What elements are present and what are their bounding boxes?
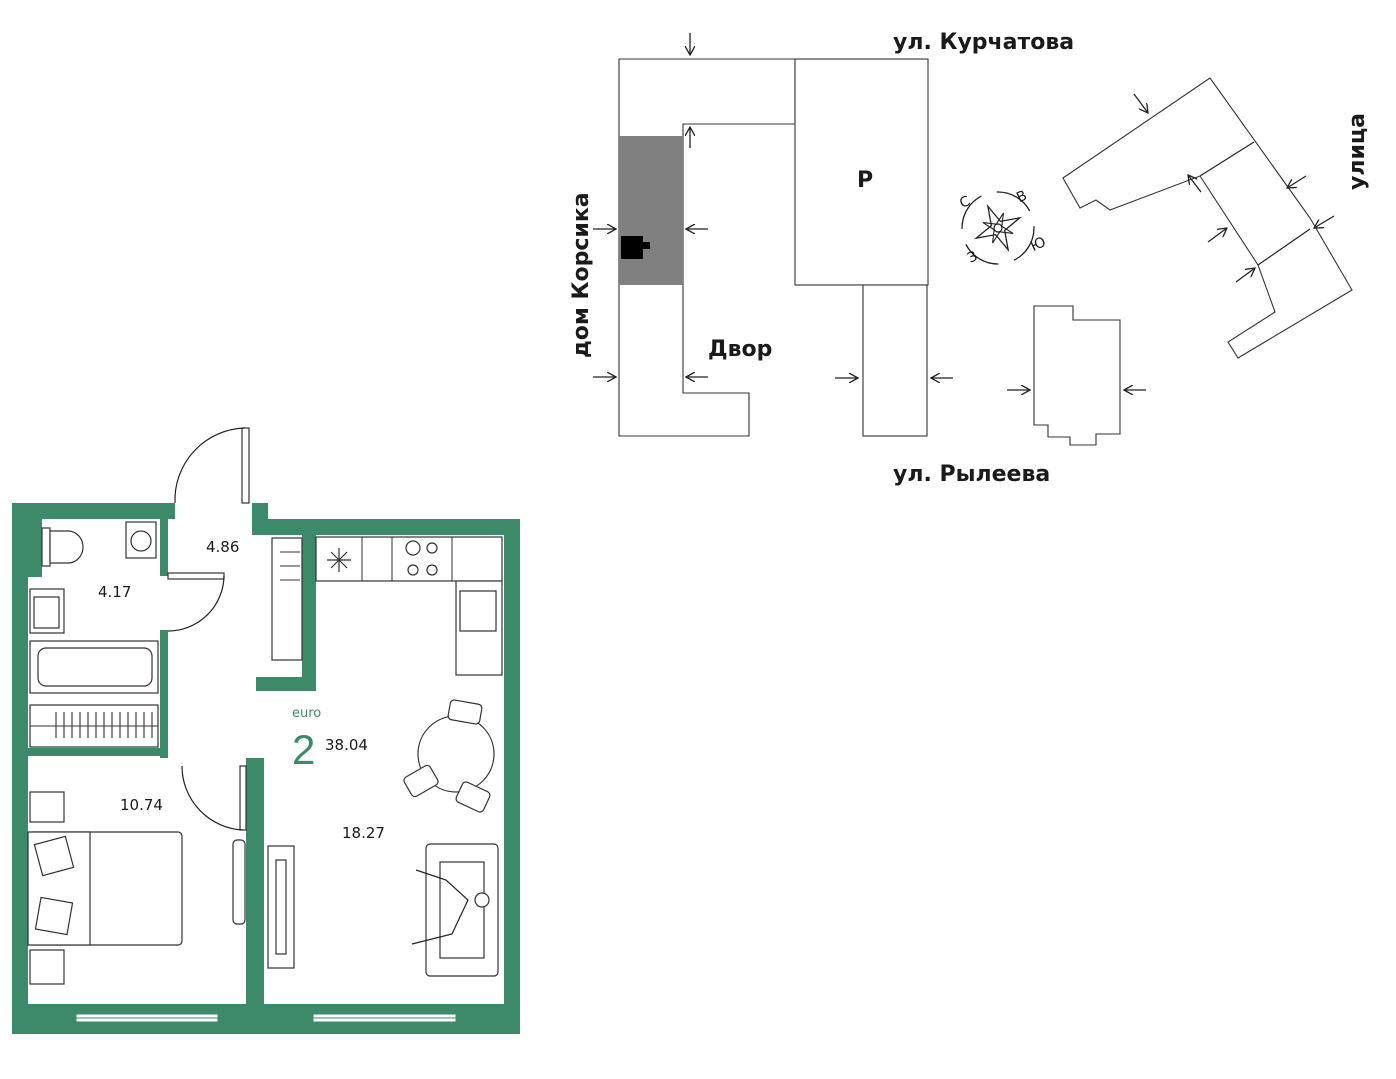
total-area: 38.04 (325, 736, 368, 754)
compass-icon: С В Ю З (957, 188, 1048, 267)
entrance-arrow-icon (1287, 175, 1307, 188)
floor-plan: 4.86 4.17 10.74 18.27 euro 2 38.04 (12, 427, 520, 1034)
street-north: ул. Курчатова (893, 30, 1074, 55)
street-west: дом Корсика (569, 192, 594, 358)
rooms-count: 2 (292, 726, 315, 773)
building-east (1062, 77, 1353, 359)
flat-type-label: euro (292, 706, 321, 721)
sink-icon (29, 588, 65, 634)
entrance-arrow-icon (1235, 268, 1255, 283)
entrance-arrows (593, 33, 1335, 390)
street-east: улица (1345, 113, 1370, 190)
stove-icon (405, 540, 438, 576)
sofa-icon (411, 843, 499, 977)
tv-stand-icon (267, 845, 295, 969)
radiator-icon (29, 704, 159, 748)
fridge-icon (327, 548, 351, 572)
windows (75, 1013, 457, 1023)
entrance-door (174, 427, 250, 504)
compass-east: В (1014, 188, 1029, 207)
courtyard-label: Двор (708, 337, 772, 362)
parking-label: Р (857, 168, 873, 193)
washing-machine-icon (125, 521, 157, 559)
bedroom-door (181, 765, 247, 831)
entrance-arrow-icon (1207, 228, 1227, 243)
bedroom-tv-icon (232, 839, 246, 925)
toilet-icon (41, 527, 84, 567)
street-south: ул. Рылеева (893, 462, 1050, 487)
compass-north: С (957, 193, 973, 212)
bathroom-door (167, 572, 225, 632)
area-bathroom: 4.17 (98, 583, 131, 601)
building-small (1033, 305, 1121, 446)
area-kitchen-living: 18.27 (342, 824, 385, 842)
flat-marker (621, 236, 650, 259)
area-bedroom: 10.74 (120, 796, 163, 814)
building-lower (862, 284, 928, 437)
entrance-arrow-icon (1188, 175, 1202, 193)
highlighted-section (619, 136, 683, 285)
wardrobe-icon (271, 537, 303, 661)
entrance-arrow-icon (1133, 93, 1148, 113)
area-hallway: 4.86 (206, 538, 239, 556)
compass-south: Ю (1028, 234, 1048, 255)
bathtub-icon (29, 640, 159, 694)
bed-icon (27, 791, 183, 985)
site-plan: ул. Курчатова ул. Рылеева дом Корсика ул… (569, 30, 1370, 487)
dining-table-icon (403, 699, 495, 813)
entrance-arrow-icon (1314, 215, 1335, 228)
kitchen-counter (315, 536, 503, 676)
building-parking (794, 58, 929, 286)
